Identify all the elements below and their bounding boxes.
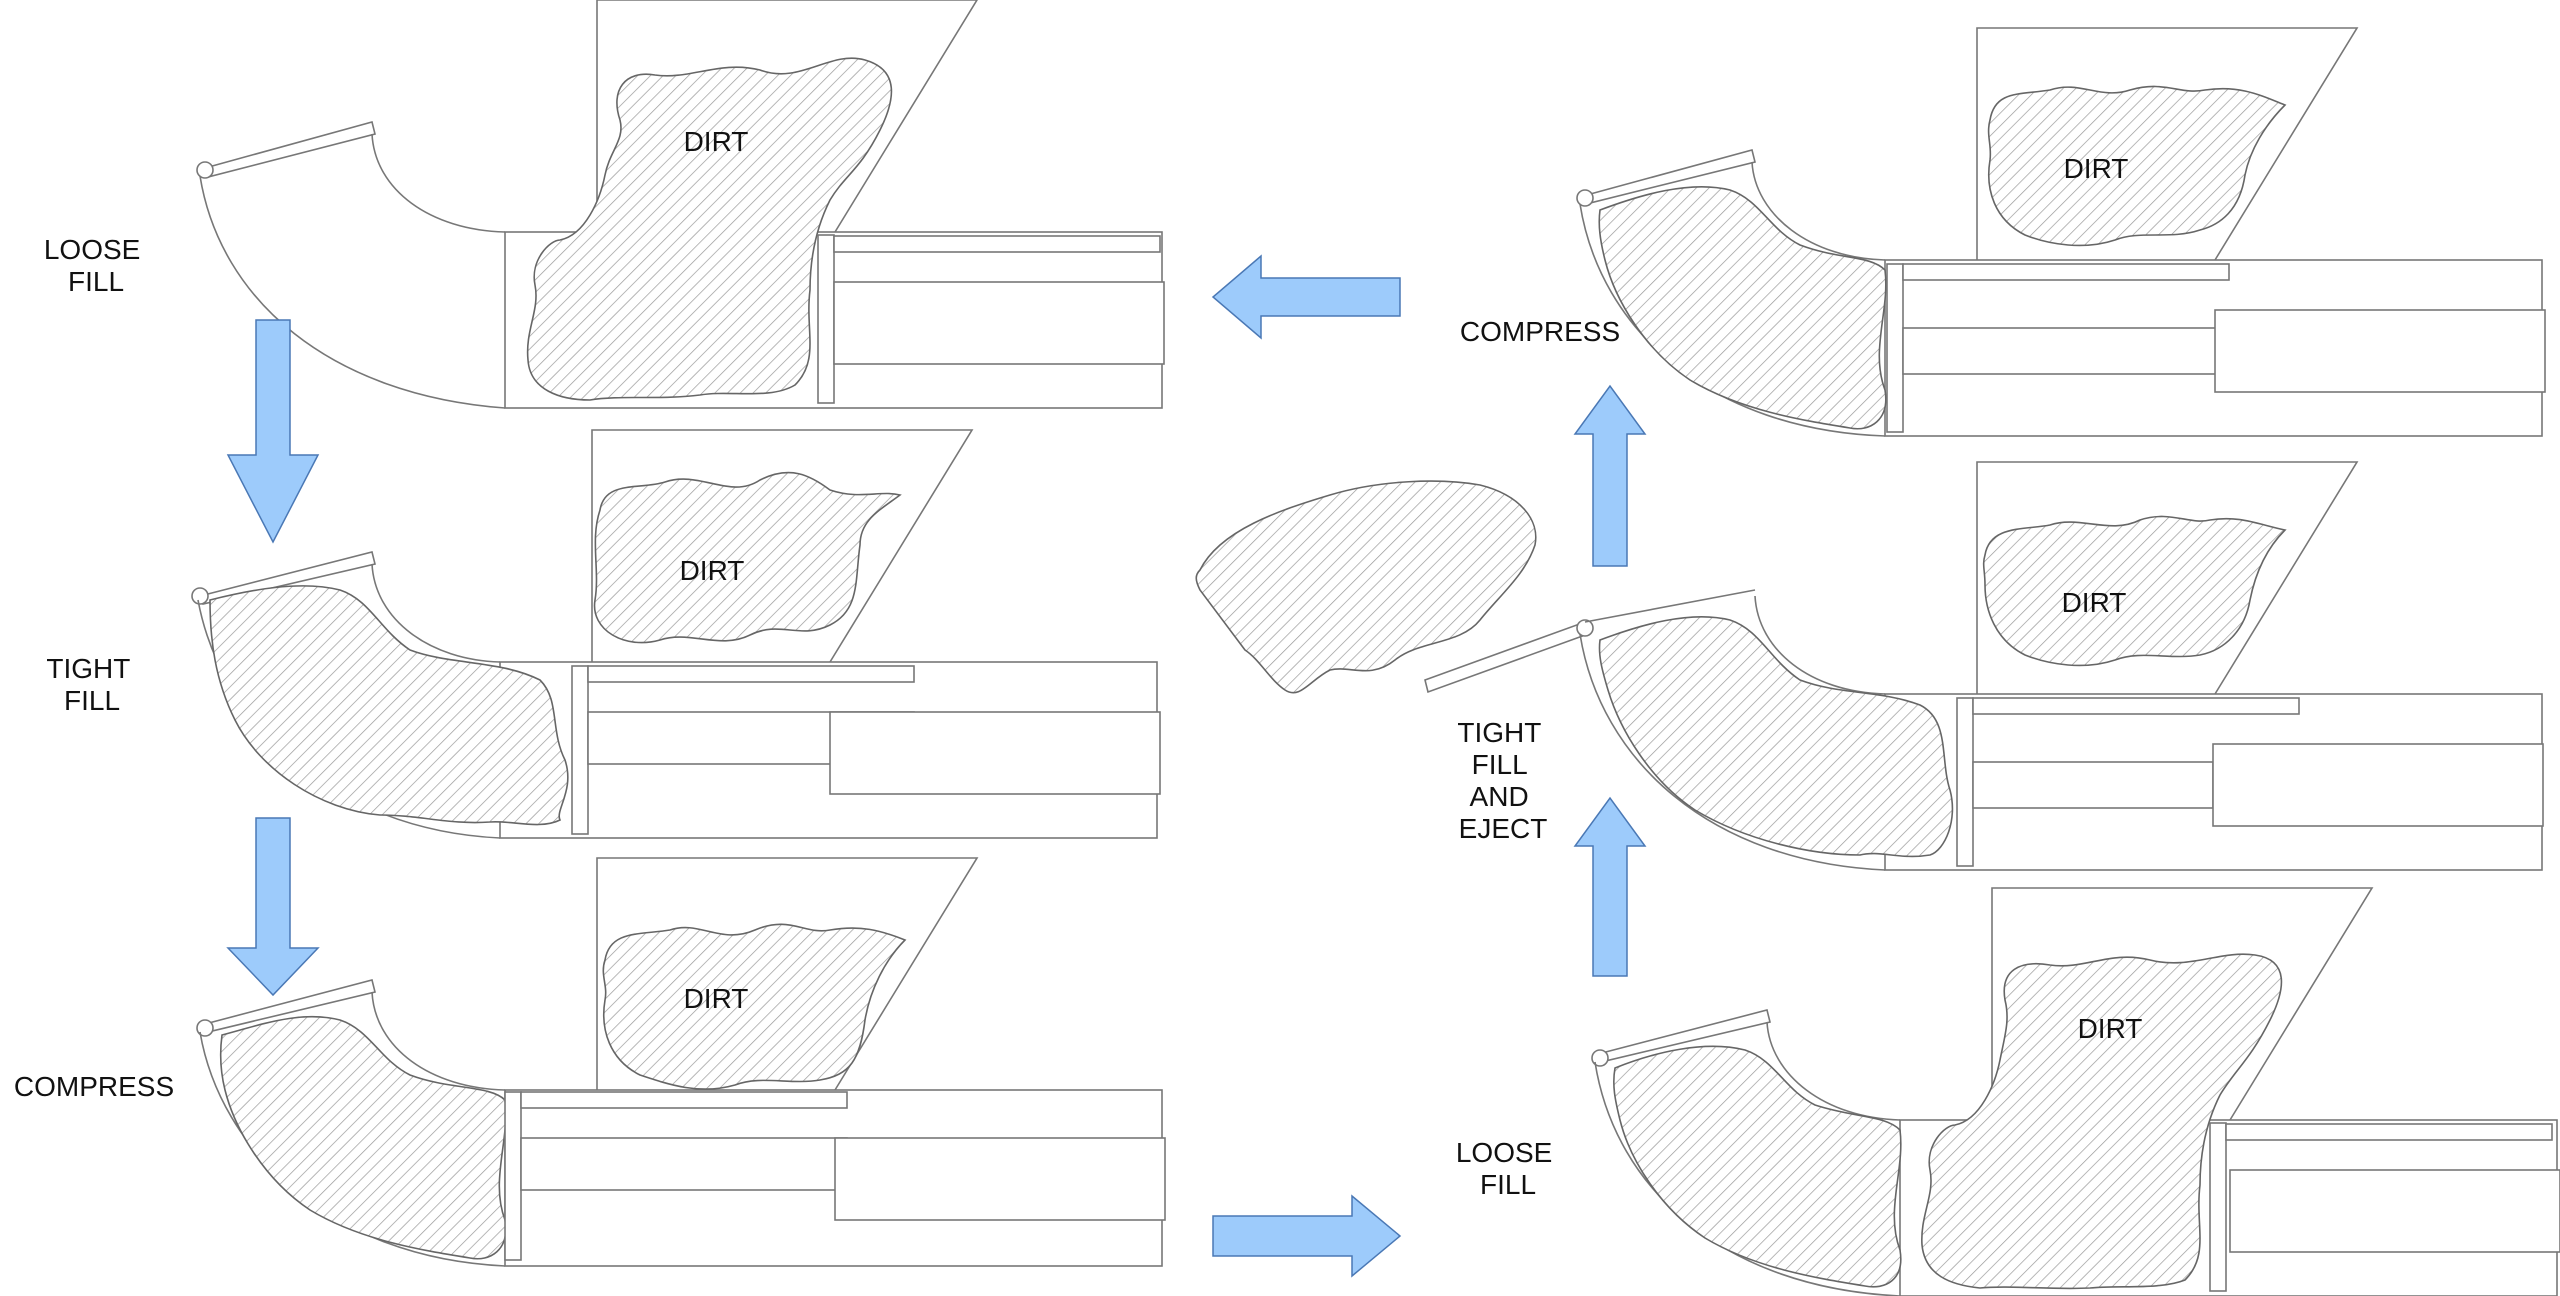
arrow-down-l2-to-l3 — [226, 817, 320, 997]
stage-l1-loose-fill — [196, 0, 1165, 409]
arrow-up-r1-to-r2 — [1573, 796, 1647, 977]
stage-label-r2: TIGHT FILL AND EJECT — [1457, 717, 1548, 844]
stage-label-r1: LOOSE FILL — [1456, 1137, 1560, 1200]
stage-r1-loose-fill — [1591, 887, 2560, 1296]
dirt-label-l3: DIRT — [684, 983, 749, 1014]
dirt-label-r2: DIRT — [2062, 587, 2127, 618]
ejected-dirt — [1195, 480, 1537, 694]
stage-r3-compress — [1576, 27, 2546, 437]
arrow-right-l3-to-r1 — [1212, 1194, 1402, 1278]
stage-label-l2: TIGHT FILL — [46, 653, 137, 716]
stage-label-r3: COMPRESS — [1460, 316, 1620, 347]
dirt-label-l1: DIRT — [684, 126, 749, 157]
stage-l3-compress — [196, 857, 1166, 1267]
arrow-down-l1-to-l2 — [226, 319, 320, 544]
stage-label-l3: COMPRESS — [14, 1071, 174, 1102]
stage-label-l1: LOOSE FILL — [44, 234, 148, 297]
dirt-label-r1: DIRT — [2078, 1013, 2143, 1044]
dirt-label-l2: DIRT — [680, 555, 745, 586]
arrow-up-r2-to-r3 — [1573, 384, 1647, 567]
arrow-left-r3-to-l1 — [1211, 254, 1401, 340]
stage-l2-tight-fill — [191, 429, 1161, 839]
stage-r2-tight-fill-eject — [1424, 461, 2544, 871]
dirt-label-r3: DIRT — [2064, 153, 2129, 184]
